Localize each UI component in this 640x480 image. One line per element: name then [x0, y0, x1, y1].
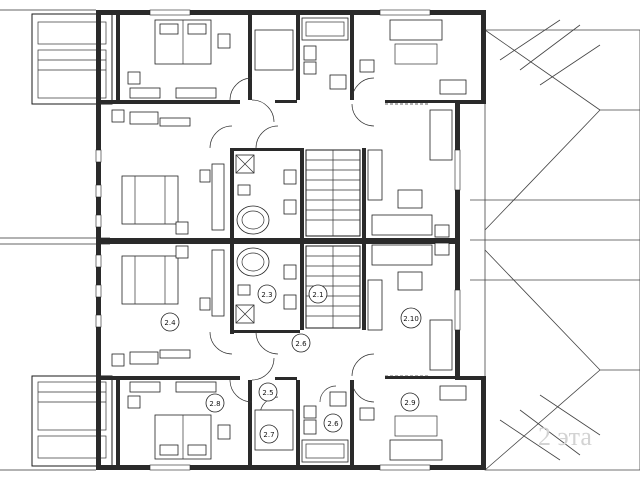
terrace-left — [0, 9, 113, 471]
bedroom-top-left — [127, 19, 294, 99]
right-room-top — [359, 19, 467, 238]
room-label-2-9: 2.9 — [400, 392, 420, 412]
roof-right — [470, 19, 640, 471]
bathroom-center — [235, 154, 297, 324]
bedroom-bottom-left — [127, 381, 294, 460]
room-label-2-1: 2.1 — [308, 284, 328, 304]
room-label-text: 2.4 — [164, 319, 176, 327]
room-label-text: 2.3 — [261, 291, 272, 299]
room-label-2-5: 2.5 — [258, 382, 278, 402]
room-label-text: 2.6 — [295, 340, 307, 348]
room-label-2-6-bath: 2.6 — [323, 413, 343, 433]
windows — [95, 9, 461, 471]
room-label-2-4: 2.4 — [160, 312, 180, 332]
room-label-2-8: 2.8 — [205, 393, 225, 413]
room-label-2-10: 2.10 — [400, 307, 422, 329]
bathroom-top-right — [301, 17, 349, 90]
staircase-bottom — [305, 245, 361, 329]
room-label-2-3: 2.3 — [257, 284, 277, 304]
room-label-text: 2.8 — [209, 400, 220, 408]
room-label-text: 2.6 — [327, 420, 339, 428]
right-room-bottom — [359, 242, 467, 461]
interior-walls — [120, 15, 455, 465]
bathroom-bottom-right — [301, 391, 349, 463]
floor-label: 2 эта — [538, 422, 592, 451]
room-label-text: 2.1 — [312, 291, 323, 299]
room-label-2-7: 2.7 — [259, 424, 279, 444]
room-label-text: 2.9 — [404, 399, 415, 407]
outer-walls — [96, 10, 486, 470]
room-label-text: 2.7 — [263, 431, 274, 439]
room-label-text: 2.10 — [403, 315, 419, 323]
living-top — [111, 109, 225, 235]
door-swings — [209, 77, 375, 416]
room-label-text: 2.5 — [262, 389, 273, 397]
staircase-top — [305, 149, 361, 237]
room-label-2-6-hall: 2.6 — [291, 333, 311, 353]
living-bottom — [111, 245, 225, 367]
